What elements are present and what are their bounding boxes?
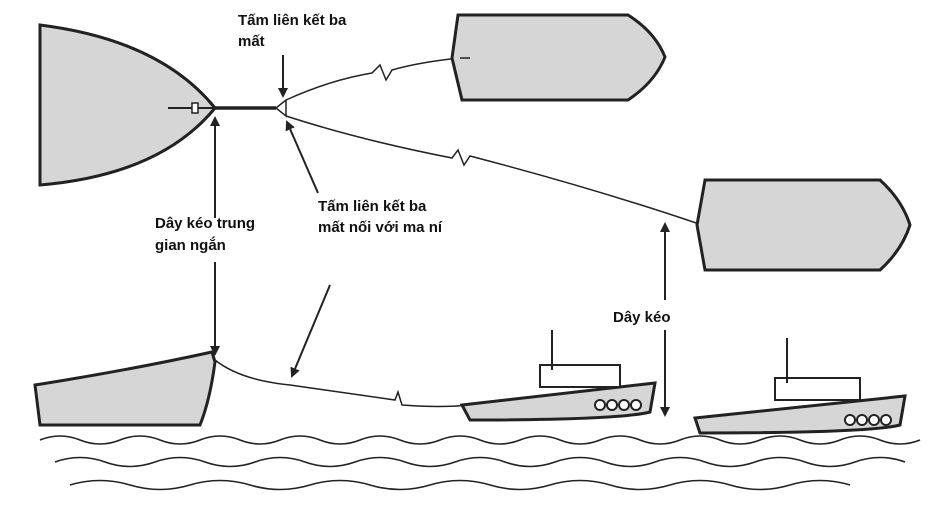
tug-side-view-1: [459, 330, 657, 422]
label-short-line-2: gian ngắn: [155, 236, 226, 254]
tug-side-view-2: [692, 338, 907, 435]
side-view: [33, 330, 921, 491]
callout-arrows: [210, 55, 670, 417]
tug-top-view-2: [695, 178, 912, 272]
label-tow-line: Dây kéo: [613, 309, 671, 326]
tow-line-upper: [285, 57, 461, 101]
barge-side-view: [33, 350, 217, 427]
waves: [39, 435, 921, 491]
barge-top-view: [38, 23, 217, 187]
side-tow-line: [214, 359, 471, 408]
label-short-line-1: Dây kéo trung: [155, 215, 255, 232]
bridle-rod: [168, 102, 215, 114]
label-plate-shackle-2: mất nối với ma ní: [318, 219, 443, 236]
label-plate-line1: Tấm liên kết ba: [238, 12, 347, 29]
label-plate-line2: mất: [238, 33, 265, 50]
tow-line-lower: [285, 115, 706, 227]
tug-top-view-1: [450, 13, 667, 102]
top-view: [38, 13, 912, 272]
triangle-plate: [274, 98, 287, 118]
label-plate-shackle-1: Tấm liên kết ba: [318, 198, 427, 215]
